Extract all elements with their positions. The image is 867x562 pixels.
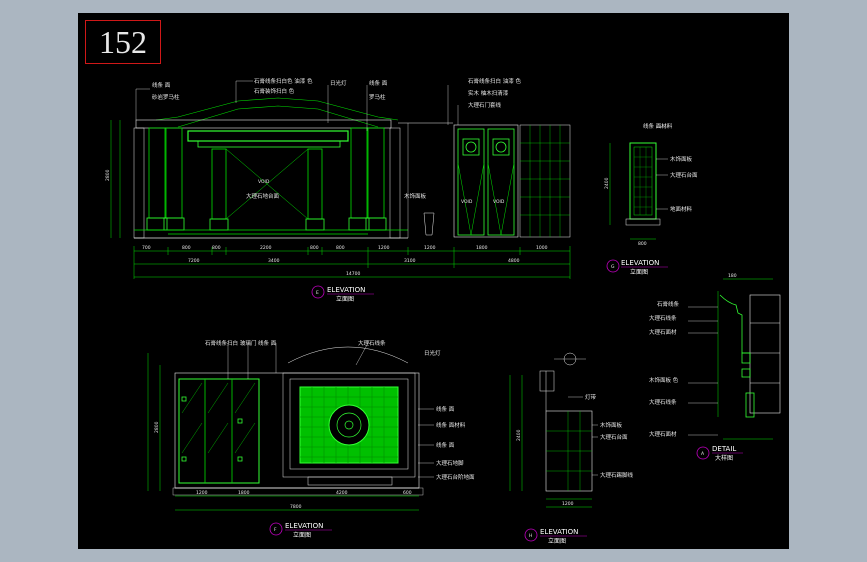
label-e-center: 大理石地台面 [246, 192, 280, 200]
label-a-1: 石膏线条 [657, 300, 680, 308]
label-f-5: 日光灯 [424, 349, 441, 357]
dim-e-mid-4: 4800 [508, 258, 520, 264]
dim-f-chain-2: 1800 [238, 490, 250, 496]
label-f-3: 线条 面 [258, 339, 277, 347]
label-f-6: 线条 面 [436, 405, 455, 413]
dim-e-chain-10: 1000 [536, 245, 548, 251]
dim-e-mid-2: 3400 [268, 258, 280, 264]
label-e-void-2: VOID [461, 199, 473, 205]
view-marker-e-letter: E [316, 290, 319, 296]
label-a-6: 大理石面材 [649, 430, 677, 438]
detail-a [688, 278, 781, 440]
label-g-3: 大理石台面 [670, 171, 698, 179]
view-marker-h [524, 528, 538, 542]
view-marker-a [696, 446, 710, 460]
dim-f-total: 7800 [290, 504, 302, 510]
dim-e-chain-2: 800 [182, 245, 191, 251]
view-subtitle-g: 立面图 [630, 268, 648, 276]
dim-h-width: 1200 [562, 501, 574, 507]
label-f-8: 线条 面 [436, 441, 455, 449]
label-a-5: 大理石线条 [649, 398, 677, 406]
label-e-left-2: 砂岩罗马柱 [152, 93, 180, 101]
label-f-10: 大理石台阶地面 [436, 473, 475, 481]
cad-drawing: 线条 面 砂岩罗马柱 石膏线条扫白色 油漆 色 石膏装饰扫白 色 日光灯 线条 … [105, 77, 781, 545]
view-marker-g-letter: G [611, 264, 615, 270]
dim-h-height: 2400 [516, 429, 522, 441]
label-e-right-1: 石膏线条扫白 油漆 色 [468, 77, 521, 85]
dim-e-mid-3: 3100 [404, 258, 416, 264]
dim-e-chain-9: 1800 [476, 245, 488, 251]
dim-g-height: 2400 [604, 177, 610, 189]
view-subtitle-h: 立面图 [548, 537, 566, 545]
label-a-3: 大理石面材 [649, 328, 677, 336]
view-marker-a-letter: A [701, 451, 705, 457]
label-g-4: 地面材料 [670, 205, 693, 213]
view-title-g: ELEVATION [621, 259, 659, 267]
label-e-top-2: 石膏装饰扫白 色 [254, 87, 295, 95]
dim-e-chain-1: 700 [142, 245, 151, 251]
view-marker-g [606, 259, 620, 273]
label-h-1: 灯带 [585, 393, 597, 401]
label-f-4: 大理石线条 [358, 339, 386, 347]
dim-e-total: 14700 [346, 271, 360, 277]
dim-e-chain-7: 1200 [378, 245, 390, 251]
label-h-4: 大理石踢脚线 [600, 471, 634, 479]
label-f-7: 线条 面材料 [436, 421, 466, 429]
label-g-1: 线条 面材料 [643, 122, 673, 130]
dim-g-width: 800 [638, 241, 647, 247]
label-f-1: 石膏线条扫白 [205, 339, 238, 347]
elevation-f [147, 342, 434, 511]
elevation-h [509, 352, 598, 508]
elevation-e [110, 80, 571, 279]
label-h-2: 木饰面板 [600, 421, 623, 429]
dim-e-chain-8: 1200 [424, 245, 436, 251]
view-title-e: ELEVATION [327, 286, 365, 294]
drawing-canvas: 152 [78, 13, 789, 549]
dim-e-mid-1: 7200 [188, 258, 200, 264]
dim-e-chain-5: 800 [310, 245, 319, 251]
label-e-right-3: 大理石门套线 [468, 101, 502, 109]
label-e-mid-2: 线条 面 [369, 79, 388, 87]
label-e-side: 木饰面板 [404, 192, 427, 200]
label-h-3: 大理石台面 [600, 433, 628, 441]
view-subtitle-f: 立面图 [293, 531, 311, 539]
label-a-2: 大理石线条 [649, 314, 677, 322]
view-marker-f [269, 522, 283, 536]
dim-e-height: 2800 [105, 169, 111, 181]
sheet-number: 152 [85, 20, 161, 64]
dim-e-chain-6: 800 [336, 245, 345, 251]
label-e-mid-1: 日光灯 [330, 79, 347, 87]
label-e-void: VOID [258, 179, 270, 185]
label-f-9: 大理石地脚 [436, 459, 464, 467]
view-title-h: ELEVATION [540, 528, 578, 536]
dim-a-width: 180 [728, 273, 737, 279]
view-marker-f-letter: F [274, 527, 277, 533]
view-title-a: DETAIL [712, 445, 736, 453]
view-subtitle-a: 大样图 [715, 454, 733, 462]
label-f-2: 玻璃门 [240, 339, 257, 347]
label-g-2: 木饰面板 [670, 155, 693, 163]
view-title-f: ELEVATION [285, 522, 323, 530]
label-e-right-2: 实木 柚木扫清漆 [468, 89, 509, 97]
view-marker-e [311, 285, 325, 299]
dim-f-chain-3: 4200 [336, 490, 348, 496]
dim-f-height: 2800 [154, 421, 160, 433]
label-e-left-1: 线条 面 [152, 81, 171, 89]
elevation-g [609, 126, 668, 240]
label-e-top-1: 石膏线条扫白色 油漆 色 [254, 77, 313, 85]
dim-f-chain-1: 1200 [196, 490, 208, 496]
label-e-mid-3: 罗马柱 [369, 93, 386, 101]
label-a-4: 木饰面板 色 [649, 376, 679, 384]
view-subtitle-e: 立面图 [336, 295, 354, 303]
dim-e-chain-3: 800 [212, 245, 221, 251]
label-e-void-3: VOID [493, 199, 505, 205]
view-marker-h-letter: H [529, 533, 532, 539]
dim-e-chain-4: 2200 [260, 245, 272, 251]
dim-f-chain-4: 600 [403, 490, 412, 496]
